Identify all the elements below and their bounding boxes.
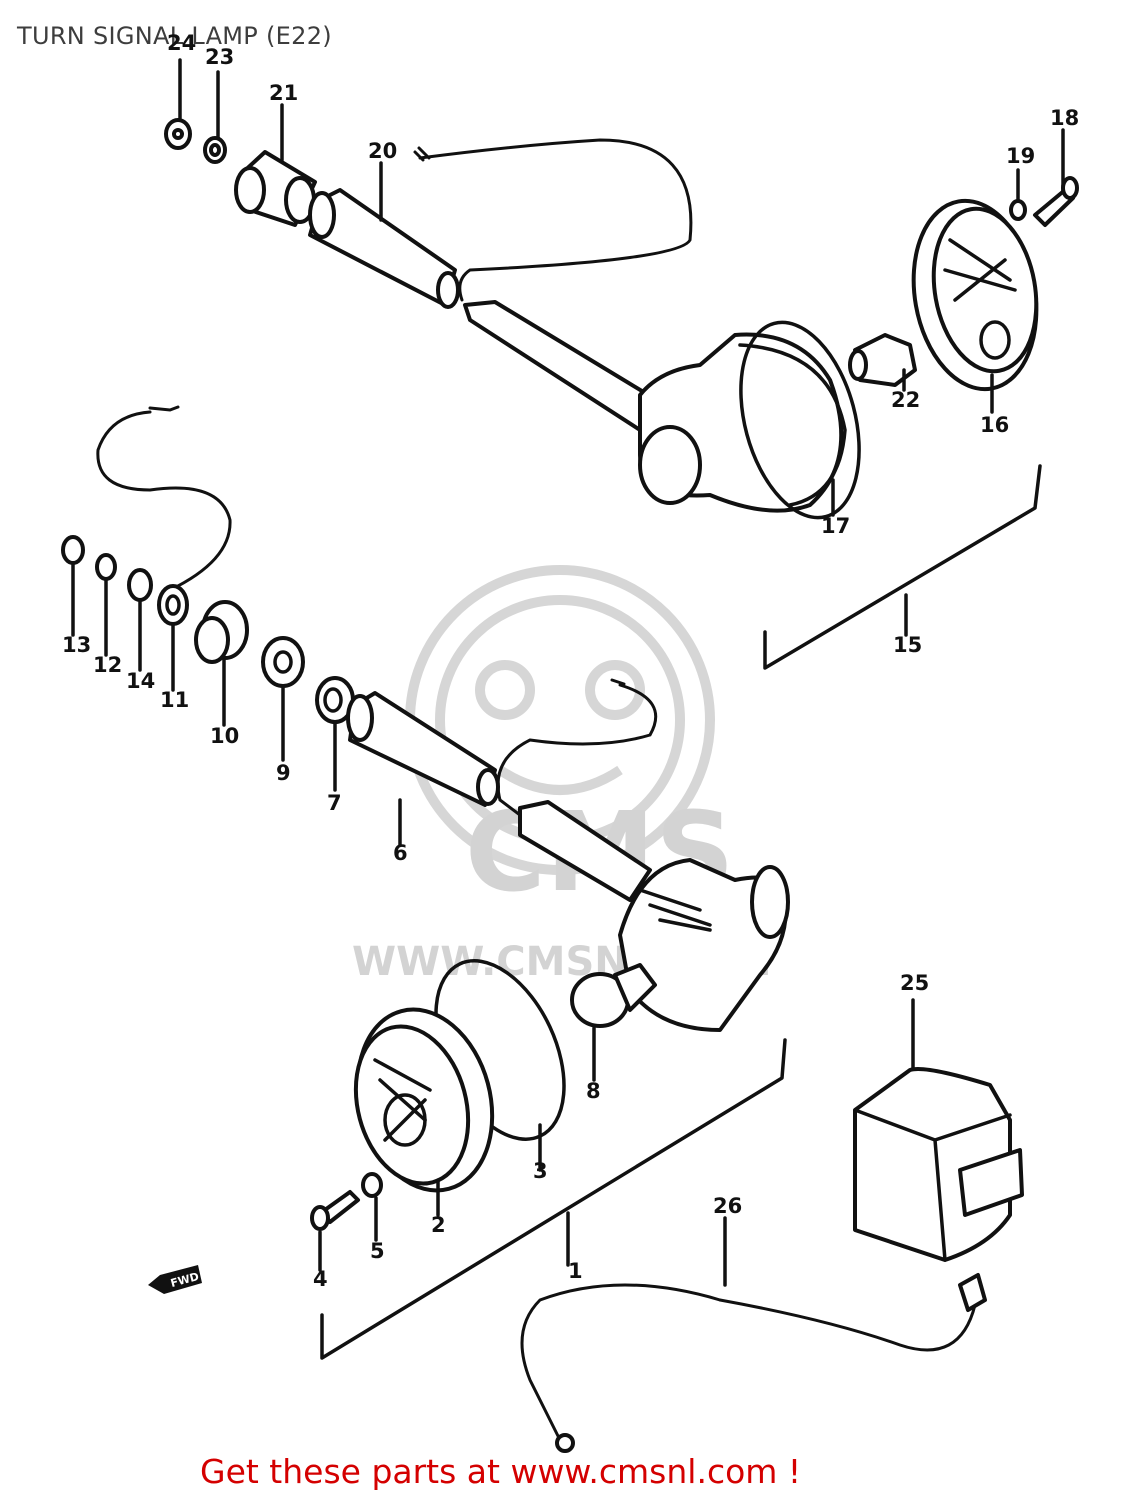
- part-17-gasket: [739, 320, 861, 520]
- part-16-lens: [911, 198, 1039, 392]
- get-parts-link[interactable]: Get these parts at www.cmsnl.com !: [200, 1452, 802, 1491]
- part-22-bulb: [848, 333, 917, 387]
- diagram-title: TURN SIGNAL LAMP (E22): [17, 22, 332, 50]
- part-6-stem: [346, 691, 500, 807]
- callout-19: 19: [1006, 144, 1035, 168]
- callout-16: 16: [980, 413, 1009, 437]
- callout-2: 2: [431, 1213, 446, 1237]
- callout-18: 18: [1050, 106, 1079, 130]
- callout-17: 17: [821, 514, 850, 538]
- part-26-wire-lead: [520, 1273, 987, 1453]
- part-21-cap: [234, 150, 317, 227]
- part-23-washer: [203, 136, 227, 164]
- callout-3: 3: [533, 1159, 548, 1183]
- part-8-bulb: [570, 963, 657, 1028]
- part-11-washer: [157, 584, 189, 626]
- callout-14: 14: [126, 669, 155, 693]
- lower-turn-signal-assembly: [61, 405, 790, 1360]
- callout-23: 23: [205, 45, 234, 69]
- part-25-flasher-relay: [853, 1067, 1024, 1262]
- lower-lead-wire-right: [496, 683, 658, 817]
- part-5-washer: [361, 1172, 383, 1198]
- part-12-washer: [95, 553, 117, 581]
- upper-lamp-housing: [638, 332, 847, 513]
- lower-lead-wire-left: [96, 410, 232, 592]
- callout-9: 9: [276, 761, 291, 785]
- callout-20: 20: [368, 139, 397, 163]
- part-2-lens: [353, 1007, 495, 1193]
- upper-turn-signal-assembly: [164, 118, 1079, 670]
- callout-10: 10: [210, 724, 239, 748]
- callout-26: 26: [713, 1194, 742, 1218]
- part-4-screw: [310, 1190, 360, 1231]
- part-13-nut: [61, 535, 85, 565]
- callout-24: 24: [167, 31, 196, 55]
- upper-threaded-rod: [463, 300, 667, 432]
- lower-threaded-rod: [518, 800, 652, 902]
- callout-1: 1: [568, 1259, 583, 1283]
- callout-numbers: 1 2 3 4 5 6 7 8 9 10 11 12 13 14 15 16 1…: [62, 31, 1079, 1291]
- callout-15: 15: [893, 633, 922, 657]
- callout-21: 21: [269, 81, 298, 105]
- callout-6: 6: [393, 841, 408, 865]
- callout-5: 5: [370, 1239, 385, 1263]
- part-20-stem: [308, 188, 460, 309]
- callout-22: 22: [891, 388, 920, 412]
- part-9-spacer: [261, 636, 305, 688]
- part-14-washer: [127, 568, 153, 602]
- forward-direction-arrow: FWD: [148, 1265, 202, 1294]
- lower-lamp-housing: [618, 858, 790, 1032]
- callout-leaders: [71, 58, 1065, 1287]
- callout-4: 4: [313, 1267, 328, 1291]
- callout-13: 13: [62, 633, 91, 657]
- part-19-washer: [1009, 199, 1027, 221]
- upper-lead-wire: [418, 138, 693, 302]
- callout-8: 8: [586, 1079, 601, 1103]
- callout-25: 25: [900, 971, 929, 995]
- callout-12: 12: [93, 653, 122, 677]
- bracket-1: [320, 1038, 787, 1360]
- callout-7: 7: [327, 791, 342, 815]
- part-24-nut: [164, 118, 192, 150]
- bracket-15: [763, 464, 1042, 670]
- part-7-washer: [315, 676, 355, 724]
- part-10-grommet: [194, 600, 249, 664]
- part-18-screw: [1033, 176, 1079, 227]
- callout-11: 11: [160, 688, 189, 712]
